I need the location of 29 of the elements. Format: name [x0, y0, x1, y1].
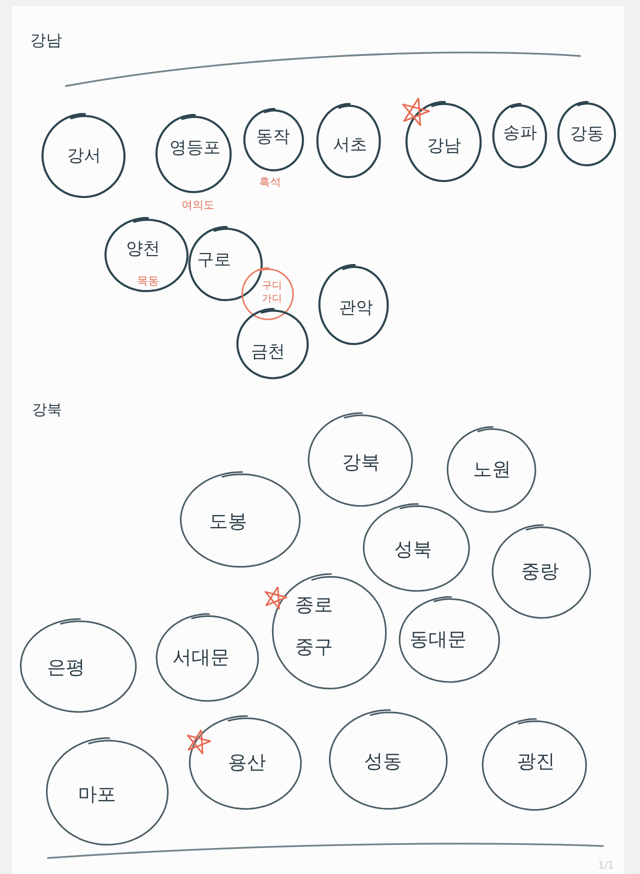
- district-name: 송파: [503, 122, 537, 144]
- district-name: 중랑: [521, 560, 559, 584]
- district-name: 용산: [228, 752, 266, 774]
- district-name: 노원: [473, 458, 511, 482]
- district-name: 구로: [197, 250, 231, 270]
- district-name: 금천: [251, 342, 285, 362]
- district-name: 은평: [47, 656, 85, 680]
- district-name: 성북: [394, 538, 432, 562]
- district-name: 강북: [342, 452, 380, 474]
- district-name: 강동: [570, 124, 604, 144]
- district-name: 서대문: [172, 646, 230, 670]
- handwritten-note: 목동: [137, 274, 159, 288]
- district-name: 강남: [427, 136, 461, 156]
- district-name: 성동: [364, 750, 402, 774]
- handwritten-note: 흑석: [259, 174, 281, 190]
- district-name: 종로 중구: [294, 593, 334, 660]
- handwritten-note: 여의도: [182, 198, 214, 212]
- district-name: 마포: [78, 784, 116, 806]
- district-name: 영등포: [170, 138, 220, 158]
- district-name: 강서: [67, 146, 101, 166]
- district-name: 양천: [126, 238, 160, 260]
- district-name: 동작: [256, 126, 290, 148]
- district-name: 도봉: [209, 510, 247, 534]
- district-name: 광진: [517, 750, 555, 774]
- section-heading: 강북: [32, 400, 62, 420]
- district-name: 관악: [339, 298, 373, 318]
- section-heading: 강남: [30, 30, 62, 52]
- district-name: 동대문: [410, 628, 466, 652]
- district-name: 서초: [333, 134, 367, 156]
